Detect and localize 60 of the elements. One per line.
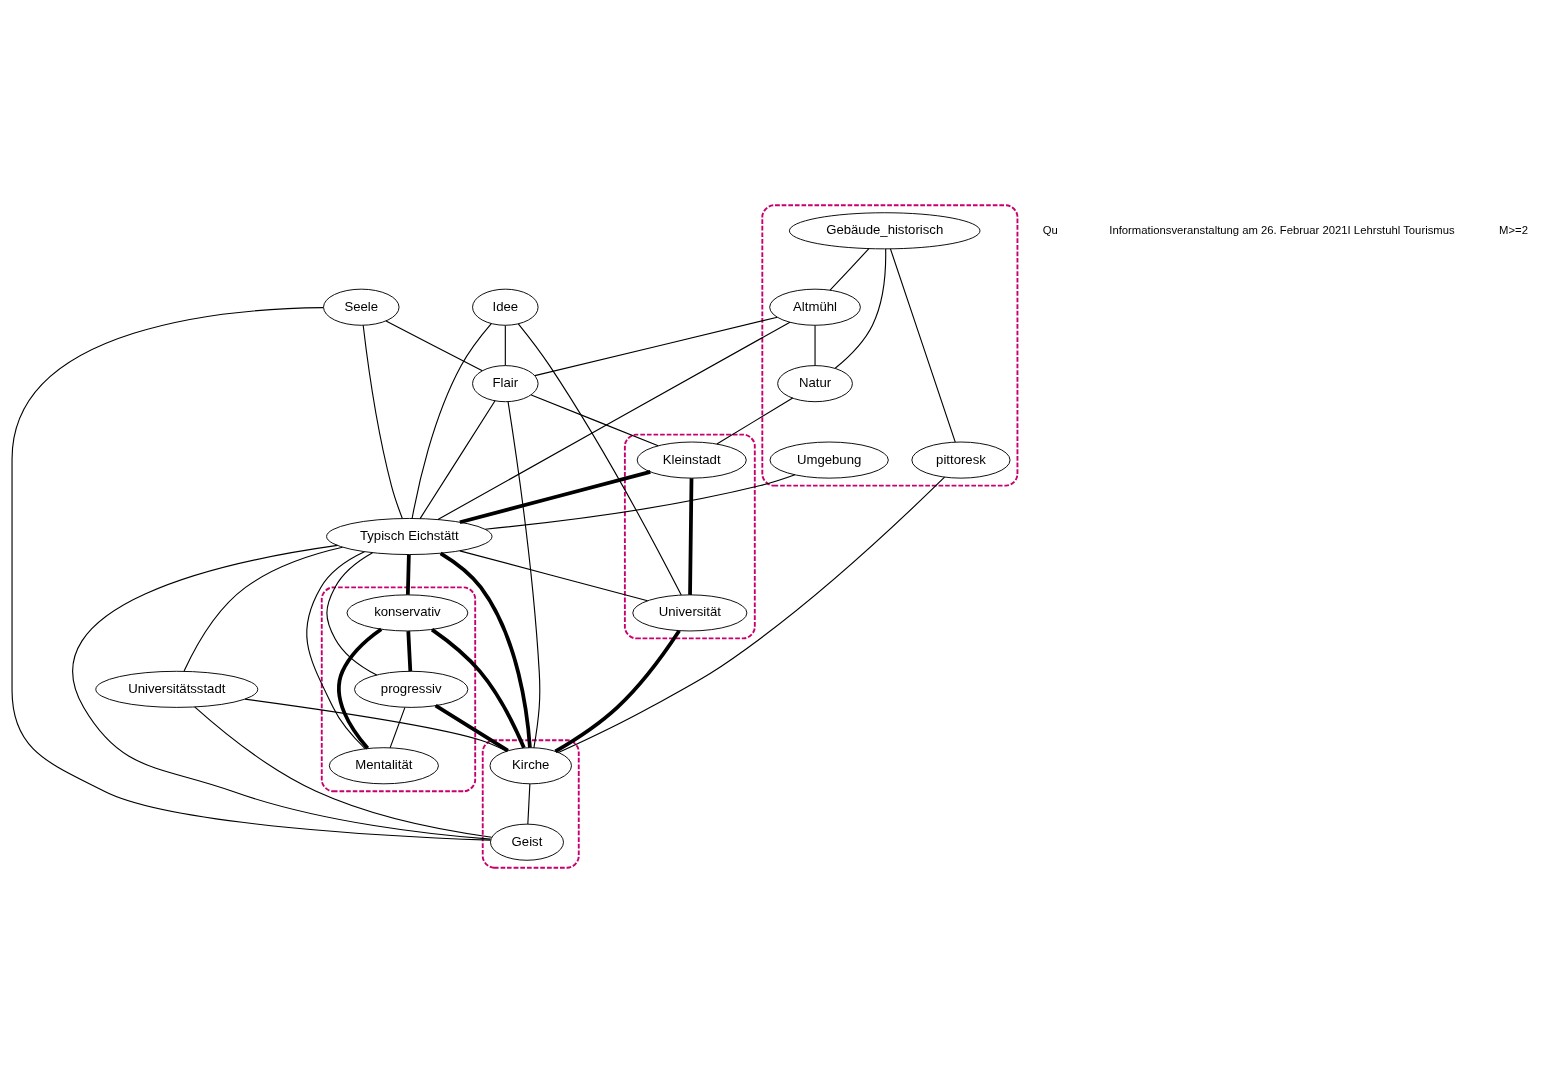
node-ellipse: Mentalität (328, 747, 439, 785)
label: M>=2 (1499, 223, 1528, 236)
connector (385, 320, 483, 372)
node-ellipse: Kleinstadt (636, 441, 747, 479)
connector (716, 397, 794, 445)
connector (362, 324, 403, 519)
connector (459, 470, 651, 525)
connector (889, 248, 956, 443)
connector (430, 628, 526, 749)
connector (530, 394, 659, 447)
node-ellipse: Umgebung (769, 441, 889, 479)
node-ellipse: Universität (632, 594, 748, 632)
connector (484, 474, 796, 530)
connector (306, 551, 366, 750)
node-ellipse: Typisch Eichstätt (326, 517, 493, 555)
connector (419, 400, 496, 520)
label: Informationsveranstaltung am 26. Februar 2021I Lehrstuhl Tourismus (1109, 223, 1455, 236)
connector (527, 783, 531, 825)
connector (434, 703, 509, 753)
label: Qu (1042, 223, 1058, 236)
connector (554, 629, 681, 753)
node-ellipse: Idee (472, 288, 539, 326)
node-ellipse: Universitätsstadt (95, 670, 259, 708)
connector (244, 698, 508, 752)
connector (389, 707, 406, 749)
node-ellipse: konservativ (346, 594, 469, 632)
node-ellipse: Flair (472, 365, 539, 403)
connector (194, 706, 493, 838)
connector (507, 401, 541, 749)
connector (11, 307, 491, 841)
connector (406, 631, 413, 672)
cluster (623, 433, 756, 640)
connector (834, 248, 887, 369)
connector (73, 544, 492, 840)
connector (326, 552, 378, 676)
connector (534, 316, 778, 377)
connector (557, 476, 946, 754)
connector (517, 323, 682, 596)
connector (405, 554, 411, 595)
cluster (320, 586, 477, 793)
node-ellipse: Seele (323, 288, 400, 326)
cluster (761, 204, 1019, 487)
node-ellipse: progressiv (354, 670, 469, 708)
node-ellipse: Gebäude_historisch (788, 212, 981, 250)
node-ellipse: pittoresk (911, 441, 1011, 479)
connector (459, 550, 649, 602)
connector (439, 551, 532, 748)
cluster (481, 739, 580, 869)
node-ellipse: Natur (777, 365, 853, 403)
node-ellipse: Geist (490, 823, 564, 861)
connector (411, 323, 492, 520)
connector (688, 478, 694, 595)
node-ellipse: Kirche (489, 747, 572, 785)
connector (829, 248, 870, 291)
connector (814, 324, 816, 367)
connector (504, 324, 506, 367)
connector (437, 321, 791, 521)
connector (337, 627, 383, 750)
node-ellipse: Altmühl (769, 288, 861, 326)
connector (183, 546, 343, 672)
